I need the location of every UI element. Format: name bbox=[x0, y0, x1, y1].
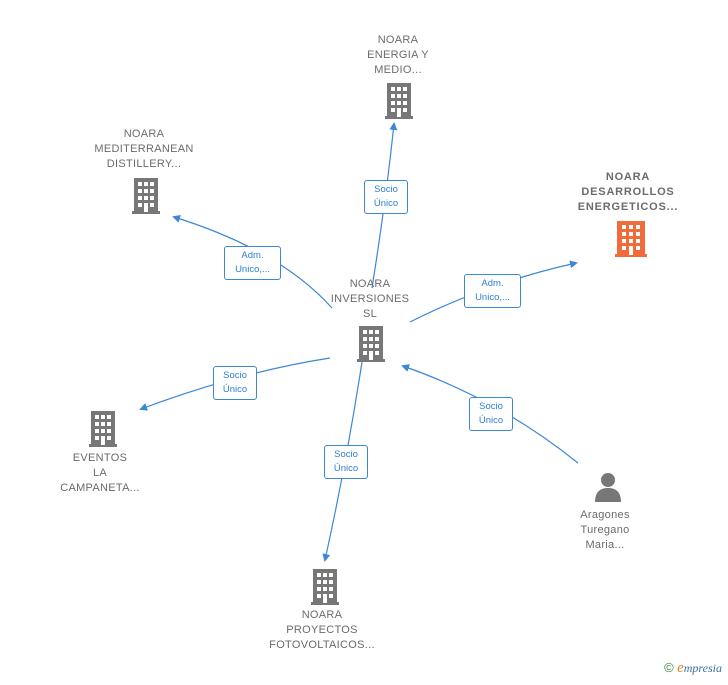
node-proyectos-line: PROYECTOS bbox=[286, 624, 358, 636]
building-icon[interactable] bbox=[357, 326, 385, 362]
building-icon[interactable] bbox=[132, 178, 160, 214]
node-desarrollos-line: ENERGETICOS... bbox=[577, 201, 679, 213]
building-icon-highlighted[interactable] bbox=[615, 221, 647, 257]
node-center-label[interactable]: NOARA INVERSIONES SL bbox=[318, 277, 422, 322]
edge-label-line: Socio bbox=[334, 449, 358, 460]
node-eventos-line: EVENTOS bbox=[72, 452, 128, 464]
node-eventos-line: CAMPANETA... bbox=[60, 482, 140, 494]
node-energia-line: MEDIO... bbox=[374, 64, 422, 76]
building-icon[interactable] bbox=[385, 83, 413, 119]
brand-logo: © empresia bbox=[664, 660, 722, 677]
brand-name: mpresia bbox=[683, 661, 722, 675]
edge-label-line: Unico,... bbox=[235, 264, 270, 275]
node-center-line: NOARA bbox=[349, 278, 391, 290]
node-aragones-label[interactable]: Aragones Turegano Maria... bbox=[560, 508, 650, 553]
node-energia-label[interactable]: NOARA ENERGIA Y MEDIO... bbox=[350, 33, 446, 78]
edge-label-eventos[interactable]: Socio Único bbox=[213, 366, 257, 400]
node-center-line: INVERSIONES bbox=[330, 293, 410, 305]
node-energia-line: ENERGIA Y bbox=[367, 49, 429, 61]
edge-label-aragones[interactable]: Socio Único bbox=[469, 397, 513, 431]
edge-label-energia[interactable]: Socio Único bbox=[364, 180, 408, 214]
node-aragones-line: Turegano bbox=[580, 524, 630, 536]
edge-label-line: Único bbox=[478, 415, 504, 426]
brand-e: e bbox=[677, 660, 684, 676]
node-energia-line: NOARA bbox=[377, 34, 419, 46]
edge-label-line: Unico,... bbox=[475, 292, 510, 303]
node-proyectos-label[interactable]: NOARA PROYECTOS FOTOVOLTAICOS... bbox=[260, 608, 384, 653]
edge-label-line: Socio bbox=[479, 401, 503, 412]
edge-label-proyectos[interactable]: Socio Único bbox=[324, 445, 368, 479]
edge-label-line: Socio bbox=[374, 184, 398, 195]
edge-label-line: Único bbox=[222, 384, 248, 395]
edge-label-line: Adm. bbox=[481, 278, 504, 289]
building-icon[interactable] bbox=[311, 569, 339, 605]
building-icon[interactable] bbox=[89, 411, 117, 447]
node-desarrollos-line: DESARROLLOS bbox=[581, 186, 675, 198]
copyright-icon: © bbox=[664, 660, 674, 675]
edge-label-line: Único bbox=[333, 463, 359, 474]
node-mediterranean-label[interactable]: NOARA MEDITERRANEAN DISTILLERY... bbox=[86, 127, 202, 172]
node-proyectos-line: NOARA bbox=[301, 609, 343, 621]
node-proyectos-line: FOTOVOLTAICOS... bbox=[269, 639, 375, 651]
node-mediterranean-line: MEDITERRANEAN bbox=[94, 143, 194, 155]
node-mediterranean-line: NOARA bbox=[123, 128, 165, 140]
node-desarrollos-label[interactable]: NOARA DESARROLLOS ENERGETICOS... bbox=[566, 170, 690, 215]
node-mediterranean-line: DISTILLERY... bbox=[106, 158, 182, 170]
person-icon[interactable] bbox=[594, 472, 622, 502]
edge-label-mediterranean[interactable]: Adm. Unico,... bbox=[224, 246, 281, 280]
edge-label-line: Socio bbox=[223, 370, 247, 381]
node-aragones-line: Maria... bbox=[585, 539, 625, 551]
edge-label-line: Adm. bbox=[241, 250, 264, 261]
edge-label-line: Único bbox=[373, 198, 399, 209]
node-eventos-label[interactable]: EVENTOS LA CAMPANETA... bbox=[52, 451, 148, 496]
node-desarrollos-line: NOARA bbox=[605, 171, 651, 183]
node-aragones-line: Aragones bbox=[580, 509, 630, 521]
node-center-line: SL bbox=[362, 308, 378, 320]
edge-label-desarrollos[interactable]: Adm. Unico,... bbox=[464, 274, 521, 308]
node-eventos-line: LA bbox=[92, 467, 108, 479]
